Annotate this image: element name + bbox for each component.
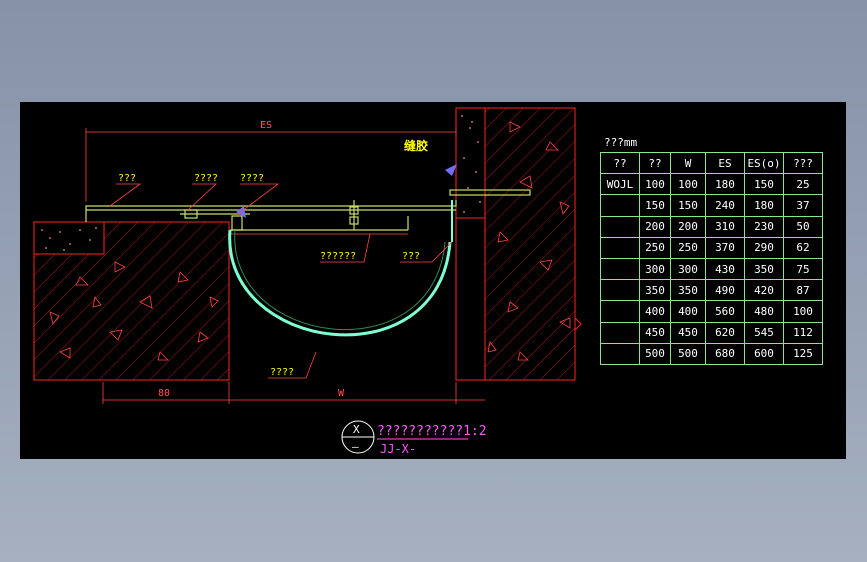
- table-cell: 230: [744, 215, 784, 238]
- dim-es-label: ES: [260, 120, 272, 131]
- table-cell: 200: [639, 215, 671, 238]
- table-cell: [600, 194, 640, 217]
- table-cell: 180: [744, 194, 784, 217]
- table-cell: [600, 257, 640, 281]
- leader-lines: [109, 183, 453, 379]
- table-cell: [600, 279, 640, 302]
- table-cell: [600, 236, 640, 259]
- marker-top: X: [353, 423, 360, 436]
- cover-plate-assembly: [85, 189, 531, 235]
- dim-80-label: 80: [158, 388, 170, 399]
- title-code: JJ-X-: [380, 442, 416, 456]
- table-cell: 450: [670, 321, 706, 344]
- table-cell: 420: [744, 279, 784, 302]
- dim-w-label: W: [338, 388, 345, 399]
- u-membrane: [228, 164, 457, 337]
- table-cell: WOJL: [600, 173, 640, 196]
- table-cell: [600, 342, 640, 365]
- table-cell: 370: [705, 236, 745, 259]
- left-concrete-slab: [33, 221, 230, 381]
- table-cell: 350: [639, 279, 671, 302]
- table-cell: 250: [670, 236, 706, 259]
- table-cell: 350: [744, 257, 784, 281]
- table-cell: 25: [783, 173, 823, 196]
- table-header-cell: ??: [639, 151, 671, 175]
- table-cell: 300: [670, 257, 706, 281]
- table-cell: 100: [783, 300, 823, 323]
- table-cell: [600, 321, 640, 344]
- table-cell: 430: [705, 257, 745, 281]
- table-cell: 62: [783, 236, 823, 259]
- table-cell: 37: [783, 194, 823, 217]
- table-cell: 150: [670, 194, 706, 217]
- label-seal: 缝胶: [404, 138, 428, 153]
- table-cell: 150: [639, 194, 671, 217]
- table-cell: 100: [639, 173, 671, 196]
- label-right: ???: [402, 251, 420, 262]
- label-bottom: ????: [270, 367, 294, 378]
- table-cell: 400: [670, 300, 706, 323]
- table-cell: 125: [783, 342, 823, 365]
- table-cell: 87: [783, 279, 823, 302]
- table-cell: 545: [744, 321, 784, 344]
- table-header-cell: ???: [783, 151, 823, 175]
- table-cell: 300: [639, 257, 671, 281]
- dimension-lines: [85, 128, 485, 404]
- label-top-mid2: ????: [240, 173, 264, 184]
- table-header-cell: ??: [600, 151, 640, 175]
- table-cell: 150: [744, 173, 784, 196]
- label-top-left: ???: [118, 173, 136, 184]
- table-unit-label: ???mm: [604, 136, 638, 149]
- cad-drawing-canvas: ES 80 W ??? ???? ???? 缝胶 ?????? ??? ????…: [20, 102, 846, 459]
- table-cell: 310: [705, 215, 745, 238]
- table-cell: 50: [783, 215, 823, 238]
- table-cell: [600, 215, 640, 238]
- table-header-cell: ES(o): [744, 151, 784, 175]
- table-header-cell: W: [670, 151, 706, 175]
- table-cell: 180: [705, 173, 745, 196]
- label-top-mid1: ????: [194, 173, 218, 184]
- title-main: ???????????1:2: [377, 424, 487, 439]
- table-cell: 680: [705, 342, 745, 365]
- table-cell: [600, 300, 640, 323]
- table-cell: 290: [744, 236, 784, 259]
- table-cell: 600: [744, 342, 784, 365]
- marker-bottom: —: [352, 440, 359, 453]
- table-cell: 240: [705, 194, 745, 217]
- table-cell: 450: [639, 321, 671, 344]
- table-cell: 75: [783, 257, 823, 281]
- table-cell: 620: [705, 321, 745, 344]
- table-cell: 350: [670, 279, 706, 302]
- table-header-cell: ES: [705, 151, 745, 175]
- label-center: ??????: [320, 251, 356, 262]
- table-cell: 500: [670, 342, 706, 365]
- table-cell: 500: [639, 342, 671, 365]
- table-cell: 112: [783, 321, 823, 344]
- title-block: X — ???????????1:2 JJ-X-: [341, 420, 487, 456]
- table-cell: 560: [705, 300, 745, 323]
- table-cell: 250: [639, 236, 671, 259]
- right-concrete-wall: [455, 107, 582, 381]
- table-cell: 400: [639, 300, 671, 323]
- table-cell: 100: [670, 173, 706, 196]
- table-cell: 200: [670, 215, 706, 238]
- table-cell: 480: [744, 300, 784, 323]
- table-cell: 490: [705, 279, 745, 302]
